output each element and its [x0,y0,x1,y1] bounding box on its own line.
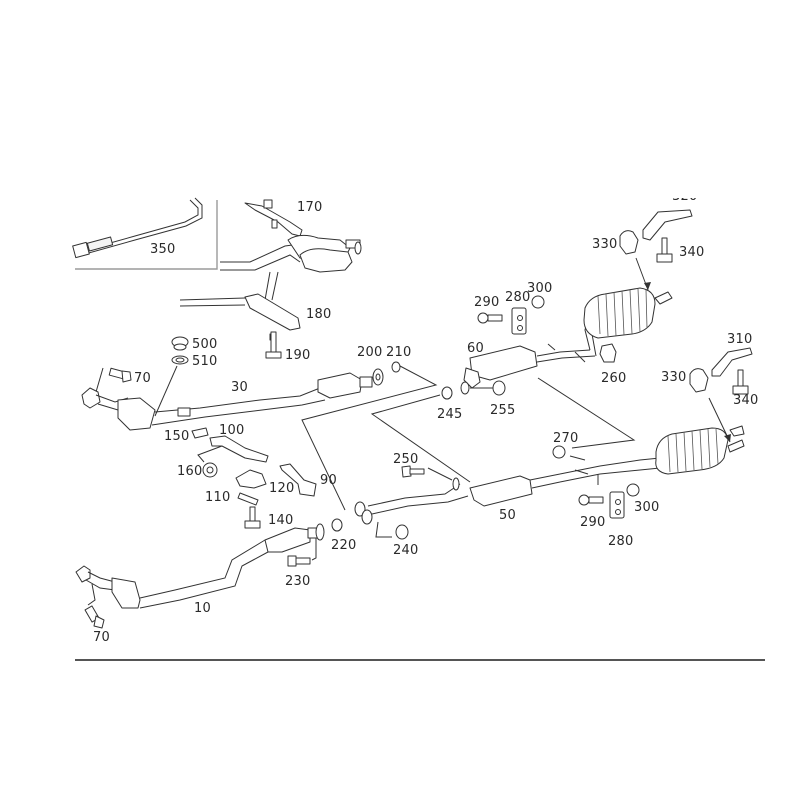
part-30-front-pipe [81,372,373,431]
part-170-bracket [244,199,303,237]
callout-120: 120 [269,481,295,496]
part-210-nut [301,361,438,511]
part-rear-muffler-lower [655,425,745,475]
part-260-bracket [599,343,617,363]
callout-320: 320 [672,189,698,204]
callout-500: 500 [192,337,218,352]
callout-30: 30 [231,380,248,395]
part-500-plug [171,336,189,351]
part-250-bolt [401,465,453,481]
callout-270: 270 [553,431,579,446]
part-270-nut [537,377,636,459]
callout-300-lower: 300 [634,500,660,515]
callout-330-lower: 330 [661,370,687,385]
callout-300-upper: 300 [527,281,553,296]
callout-340-upper: 340 [679,245,705,260]
part-60-muffler [463,343,596,389]
part-120-plate [235,469,267,489]
callout-240: 240 [393,543,419,558]
callout-290-upper: 290 [474,295,500,310]
part-255-nut [460,380,506,396]
callout-200: 200 [357,345,383,360]
part-twin-catalytic-converter-inset [220,234,362,301]
part-510-washer [154,355,189,417]
part-200-gasket [372,368,384,386]
callout-280-upper: 280 [505,290,531,305]
callout-70-lower: 70 [93,630,110,645]
part-110-clamp [237,492,259,506]
callout-230: 230 [285,574,311,589]
part-280-hanger-lower [609,491,625,519]
part-190-bolt [265,331,282,359]
part-90-bracket [279,463,317,497]
callout-255: 255 [490,403,516,418]
callout-340-lower: 340 [733,393,759,408]
callout-250: 250 [393,452,419,467]
part-330-rubber-mount-lower [689,368,731,443]
part-70-bolt-lower [84,605,105,629]
part-240-nut [375,521,409,540]
callout-350: 350 [150,242,176,257]
part-320-bracket [642,209,693,241]
callout-210: 210 [386,345,412,360]
callout-70-upper: 70 [134,371,151,386]
part-100-bracket [209,435,269,463]
part-310-bracket [711,347,753,377]
callout-330-upper: 330 [592,237,618,252]
part-245-nut [370,386,471,483]
part-220-nut [331,518,343,532]
part-10-front-pipe [75,523,325,609]
callout-190: 190 [285,348,311,363]
part-350-oxygen-sensor [72,197,203,259]
part-290-bolt-upper [477,312,503,324]
inset-frame [75,200,218,270]
callout-260: 260 [601,371,627,386]
callout-50: 50 [499,508,516,523]
callout-100: 100 [219,423,245,438]
part-230-bolt [287,538,317,567]
callout-140: 140 [268,513,294,528]
part-290-bolt-lower [578,494,604,506]
part-330-rubber-mount-upper [619,230,651,291]
callout-245: 245 [437,407,463,422]
callout-170: 170 [297,200,323,215]
callout-180: 180 [306,307,332,322]
part-340-bolt-lower [732,369,749,395]
part-50-middle-pipe [354,473,561,525]
callout-60: 60 [467,341,484,356]
callout-90: 90 [320,473,337,488]
part-300-nut-upper [531,295,545,309]
callout-110: 110 [205,490,231,505]
part-340-bolt-upper [656,237,673,263]
part-rear-muffler-upper [583,287,673,357]
callout-510: 510 [192,354,218,369]
part-280-hanger-upper [511,307,527,335]
part-180-bracket [179,293,301,341]
callout-220: 220 [331,538,357,553]
part-150-clip [191,427,209,439]
part-rear-pipe-lower [559,455,661,485]
callout-160: 160 [177,464,203,479]
part-70-bolt-upper [95,367,132,393]
callout-290-lower: 290 [580,515,606,530]
part-140-bolt [244,506,261,529]
callout-310: 310 [727,332,753,347]
callout-280-lower: 280 [608,534,634,549]
part-300-nut-lower [626,483,640,497]
callout-10: 10 [194,601,211,616]
callout-150: 150 [164,429,190,444]
part-160-nut [197,445,223,478]
